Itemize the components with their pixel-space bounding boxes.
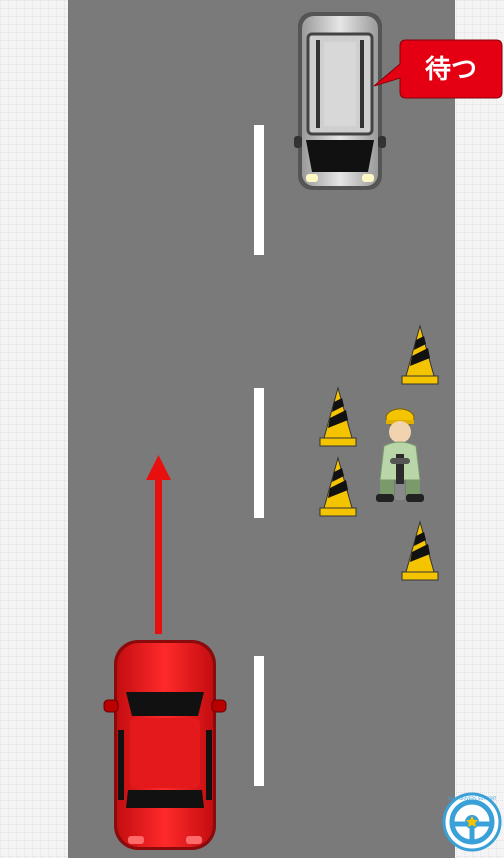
- lane-dash: [254, 656, 264, 786]
- callout-text: 待つ: [425, 55, 477, 85]
- silver-minivan-icon: [294, 12, 386, 190]
- lane-dash: [254, 125, 264, 255]
- logo-text: SAFE DRIVERS SUPPORT: [448, 796, 497, 801]
- red-car-icon: [104, 640, 226, 850]
- right-sidewalk: [455, 0, 504, 858]
- left-sidewalk: [0, 0, 68, 858]
- center-lane-markings: [254, 125, 264, 786]
- lane-dash: [254, 388, 264, 518]
- steering-wheel-star-icon: [444, 794, 500, 850]
